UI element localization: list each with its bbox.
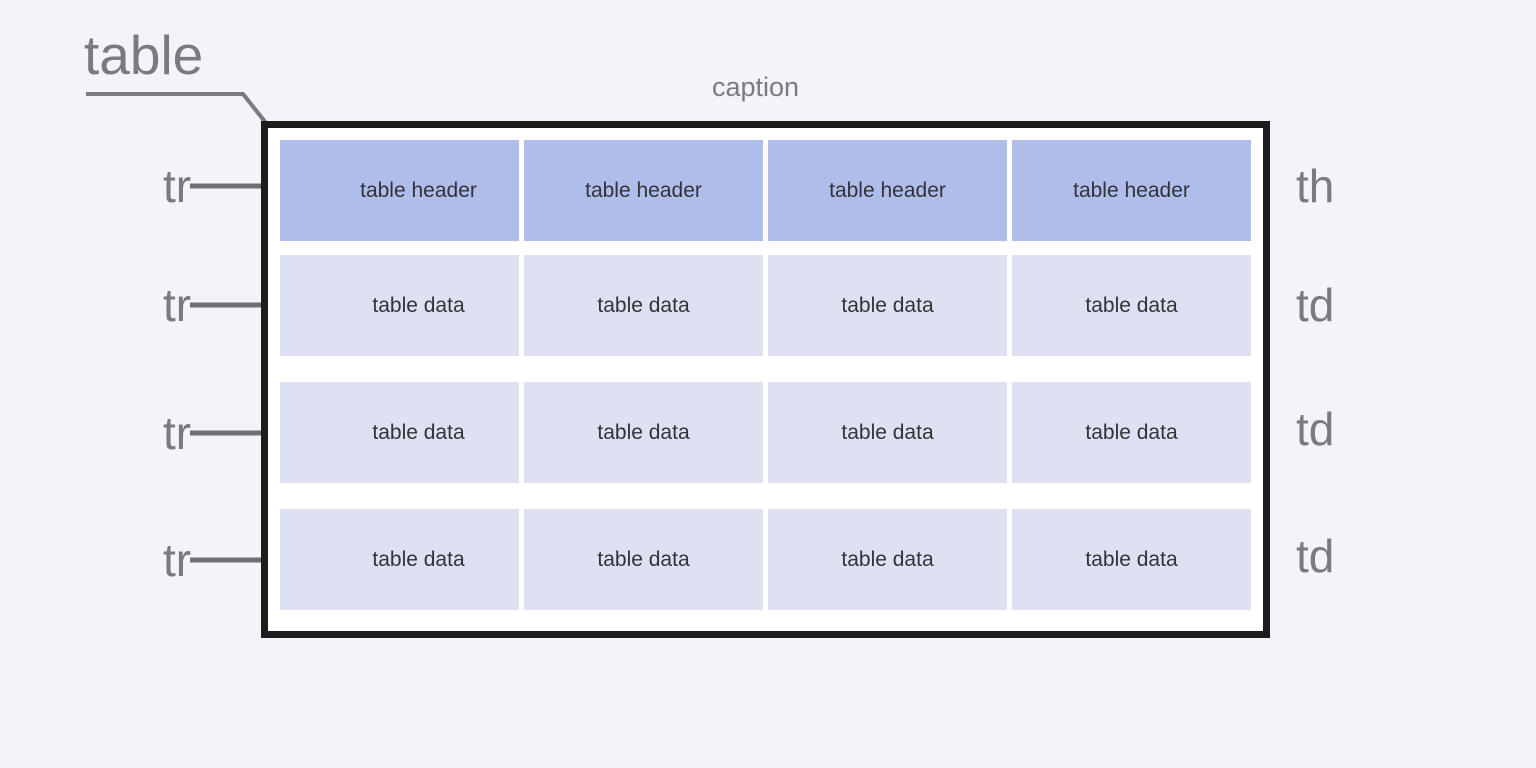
table-row: table header table header table header t… xyxy=(280,140,1251,241)
cell-text: table data xyxy=(597,547,690,571)
row-spacer xyxy=(280,241,1251,255)
table-header-cell: table header xyxy=(280,140,519,241)
row-spacer xyxy=(280,483,1251,509)
cell-text: table header xyxy=(1073,178,1190,202)
row-spacer xyxy=(280,356,1251,382)
table-data-cell: table data xyxy=(768,382,1007,483)
cell-text: table data xyxy=(597,420,690,444)
table-header-cell: table header xyxy=(1012,140,1251,241)
table-data-cell: table data xyxy=(280,509,519,610)
cell-text: table header xyxy=(829,178,946,202)
cell-text: table header xyxy=(585,178,702,202)
cell-text: table data xyxy=(372,420,465,444)
cell-text: table data xyxy=(841,547,934,571)
table-row: table data table data table data table d… xyxy=(280,255,1251,356)
cell-text: table data xyxy=(372,547,465,571)
td-label-row-2: td xyxy=(1296,403,1335,455)
td-label-row-3: td xyxy=(1296,530,1335,582)
table-label: table xyxy=(84,24,204,86)
th-label: th xyxy=(1296,160,1335,212)
table-data-cell: table data xyxy=(280,255,519,356)
table-data-cell: table data xyxy=(768,509,1007,610)
cell-text: table data xyxy=(597,293,690,317)
table-element: table header table header table header t… xyxy=(261,121,1270,638)
cell-text: table data xyxy=(1085,547,1178,571)
table-leader-line xyxy=(86,92,268,125)
table-data-cell: table data xyxy=(768,255,1007,356)
tr-label-row-3: tr xyxy=(163,534,192,586)
tr-label-row-2: tr xyxy=(163,407,192,459)
tr-label-row-1: tr xyxy=(163,279,192,331)
td-label-row-1: td xyxy=(1296,279,1335,331)
table-header-cell: table header xyxy=(524,140,763,241)
cell-text: table data xyxy=(1085,420,1178,444)
cell-text: table data xyxy=(841,420,934,444)
table-data-cell: table data xyxy=(524,382,763,483)
cell-text: table header xyxy=(360,178,477,202)
table-caption: caption xyxy=(712,72,800,102)
table-row: table data table data table data table d… xyxy=(280,382,1251,483)
table-data-cell: table data xyxy=(524,255,763,356)
table-body: table header table header table header t… xyxy=(268,128,1263,631)
table-data-cell: table data xyxy=(1012,509,1251,610)
cell-text: table data xyxy=(372,293,465,317)
table-row: table data table data table data table d… xyxy=(280,509,1251,610)
table-data-cell: table data xyxy=(1012,382,1251,483)
tr-label-header: tr xyxy=(163,160,192,212)
table-data-cell: table data xyxy=(1012,255,1251,356)
cell-text: table data xyxy=(1085,293,1178,317)
table-header-cell: table header xyxy=(768,140,1007,241)
table-data-cell: table data xyxy=(524,509,763,610)
table-data-cell: table data xyxy=(280,382,519,483)
cell-text: table data xyxy=(841,293,934,317)
